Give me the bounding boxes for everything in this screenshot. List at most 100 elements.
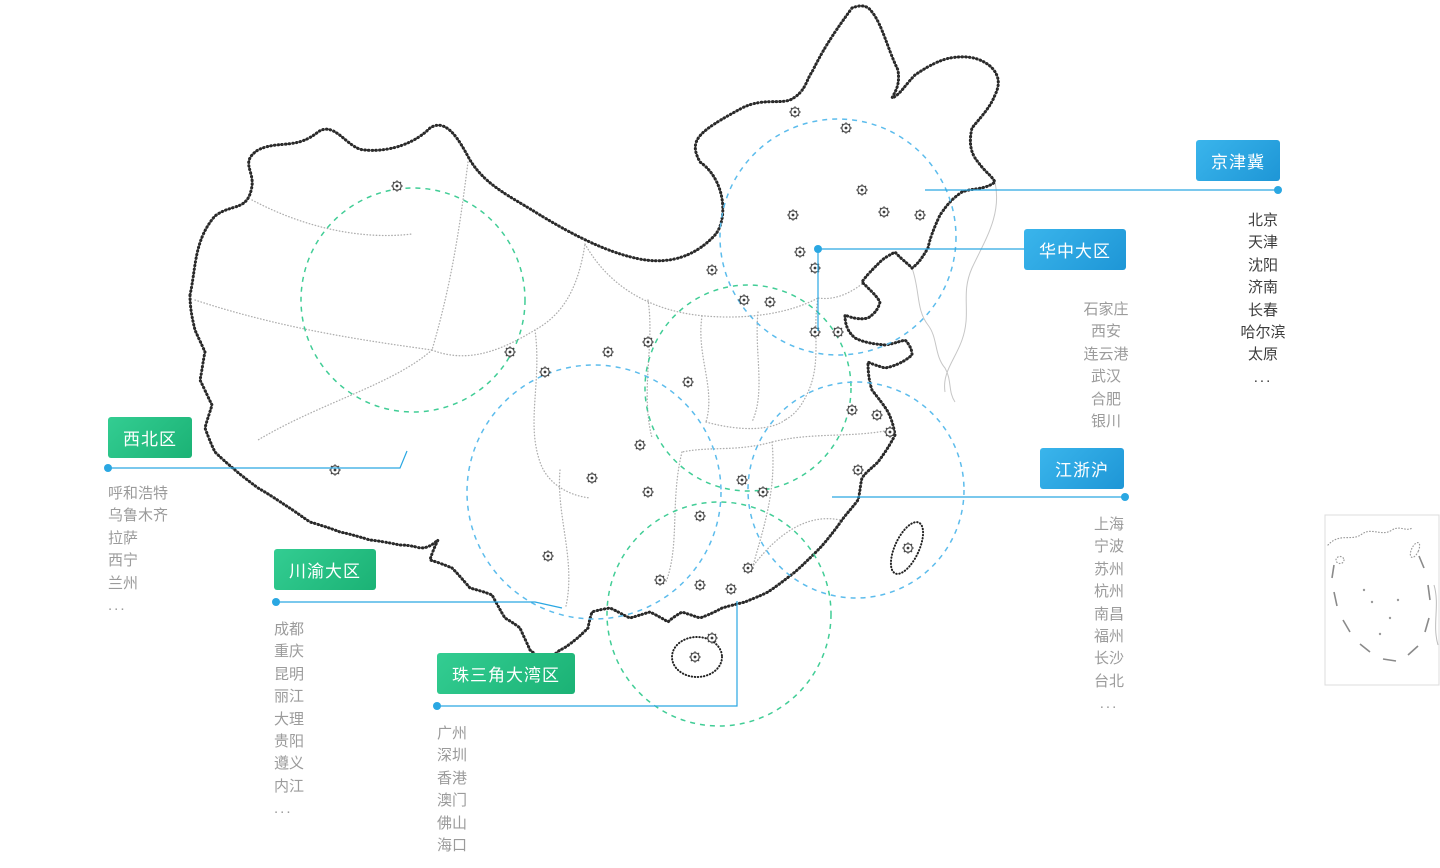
city-list: 成都重庆昆明丽江大理贵阳遵义内江 [274,619,304,798]
region-label-jiangzhehu[interactable]: 江浙沪 [1040,448,1124,489]
city-list: 石家庄西安连云港武汉合肥银川 [1046,299,1166,433]
city-marker-icon [601,345,615,359]
region-label-chuanyu[interactable]: 川渝大区 [274,549,376,590]
region-zhusanjiao: 珠三角大湾区 广州深圳香港澳门佛山海口 ... [437,653,575,868]
region-label-zhusanjiao[interactable]: 珠三角大湾区 [437,653,575,694]
city-item: 长沙 [1093,650,1124,668]
map-inset-south-china-sea [1324,514,1440,686]
city-list-more: ... [1253,368,1273,386]
city-marker-icon [653,573,667,587]
city-marker-icon [541,549,555,563]
city-marker-icon [641,485,655,499]
region-city-list-chuanyu: 成都重庆昆明丽江大理贵阳遵义内江 ... [274,619,304,820]
city-item: 内江 [274,777,305,795]
city-item: 南昌 [1093,605,1124,623]
region-circle-chuanyu [466,364,722,620]
taiwan-island [889,521,925,575]
city-item: 天津 [1247,234,1278,252]
city-list: 广州深圳香港澳门佛山海口 [437,723,467,857]
city-marker-icon [585,471,599,485]
city-marker-icon [633,438,647,452]
city-marker-icon [390,179,404,193]
city-marker-icon [503,345,517,359]
nine-dash-line [1331,555,1431,662]
city-list: 呼和浩特乌鲁木齐拉萨西宁兰州 [108,483,168,595]
city-marker-icon [793,245,807,259]
region-huazhong: 华中大区 石家庄西安连云港武汉合肥银川 [1024,229,1129,430]
city-marker-icon [831,325,845,339]
city-marker-icon [705,631,719,645]
city-item: 太原 [1247,346,1278,364]
city-marker-icon [737,293,751,307]
city-item: 长春 [1247,301,1278,319]
region-label-xibei[interactable]: 西北区 [108,417,192,458]
neighbor-coastlines [911,181,998,403]
city-item: 贵阳 [274,733,305,751]
connector-dot-huazhong [814,245,822,253]
city-marker-icon [913,208,927,222]
region-jiangzhehu: 江浙沪 上海宁波苏州杭州南昌福州长沙台北 ... [1040,448,1124,712]
city-marker-icon [786,208,800,222]
hainan-island [671,636,723,678]
city-item: 海口 [437,837,468,855]
city-marker-icon [855,183,869,197]
city-list-more: ... [108,597,127,615]
region-circle-jingjinji [719,118,957,356]
connector-dot-zhusanjiao [433,702,441,710]
city-marker-icon [741,561,755,575]
city-marker-icon [870,408,884,422]
city-item: 银川 [1090,413,1121,431]
city-list: 北京天津沈阳济南长春哈尔滨太原 [1208,210,1318,367]
connectors [104,186,1282,710]
region-city-list-zhusanjiao: 广州深圳香港澳门佛山海口 ... [437,723,467,868]
city-item: 西宁 [108,552,139,570]
city-marker-icon [724,582,738,596]
inset-islands [1362,588,1400,636]
city-item: 连云港 [1083,345,1129,363]
city-marker-icon [681,375,695,389]
city-item: 成都 [274,621,305,638]
city-item: 拉萨 [108,529,139,547]
city-marker-icon [693,578,707,592]
city-item: 乌鲁木齐 [108,507,169,525]
city-item: 昆明 [274,665,305,683]
city-item: 沈阳 [1247,256,1278,274]
region-chuanyu: 川渝大区 成都重庆昆明丽江大理贵阳遵义内江 ... [274,549,376,817]
city-marker-icon [538,365,552,379]
city-item: 重庆 [274,643,305,661]
connector-dot-jiangzhehu [1121,493,1129,501]
city-marker-icon [763,295,777,309]
city-marker-icon [808,261,822,275]
region-circles [300,118,965,727]
city-item: 香港 [437,769,468,787]
city-marker-icon [788,105,802,119]
city-item: 福州 [1093,628,1124,646]
city-item: 澳门 [437,792,468,810]
city-item: 武汉 [1090,368,1121,386]
city-marker-icon [883,425,897,439]
city-list-more: ... [274,800,293,818]
city-item: 济南 [1247,279,1278,297]
region-circle-zhusanjiao [606,501,832,727]
city-item: 杭州 [1093,583,1124,601]
city-marker-icon [839,121,853,135]
china-border [188,4,1000,678]
city-item: 上海 [1093,516,1124,533]
city-item: 宁波 [1093,538,1124,556]
city-item: 西安 [1090,323,1121,341]
connector-xibei [108,450,408,469]
city-item: 深圳 [437,747,468,765]
city-marker-icon [641,335,655,349]
region-label-huazhong[interactable]: 华中大区 [1024,229,1126,270]
city-item: 呼和浩特 [108,485,169,502]
city-item: 北京 [1247,212,1278,229]
region-xibei: 西北区 呼和浩特乌鲁木齐拉萨西宁兰州 ... [108,417,192,614]
city-marker-icon [693,509,707,523]
city-marker-icon [328,463,342,477]
city-item: 哈尔滨 [1240,324,1286,342]
region-label-jingjinji[interactable]: 京津冀 [1196,140,1280,181]
region-circle-jiangzhehu [747,381,965,599]
city-markers [328,105,927,664]
